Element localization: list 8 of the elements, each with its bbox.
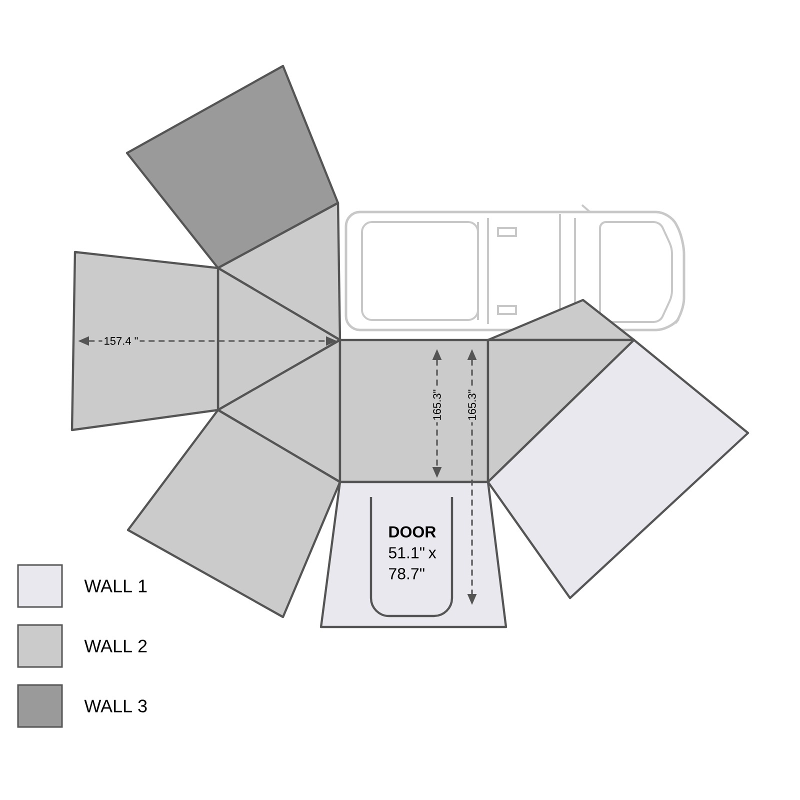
- legend-label: WALL 2: [84, 640, 147, 652]
- dimension-label: 165.3": [432, 388, 442, 422]
- legend-label: WALL 3: [84, 700, 147, 712]
- dimension-label: 157.4 ": [102, 336, 140, 346]
- door-heading: DOOR: [389, 526, 436, 538]
- door-size: 51.1" x 78.7": [388, 547, 436, 580]
- legend-label: WALL 1: [84, 580, 147, 592]
- dimension-label: 165.3": [466, 388, 478, 422]
